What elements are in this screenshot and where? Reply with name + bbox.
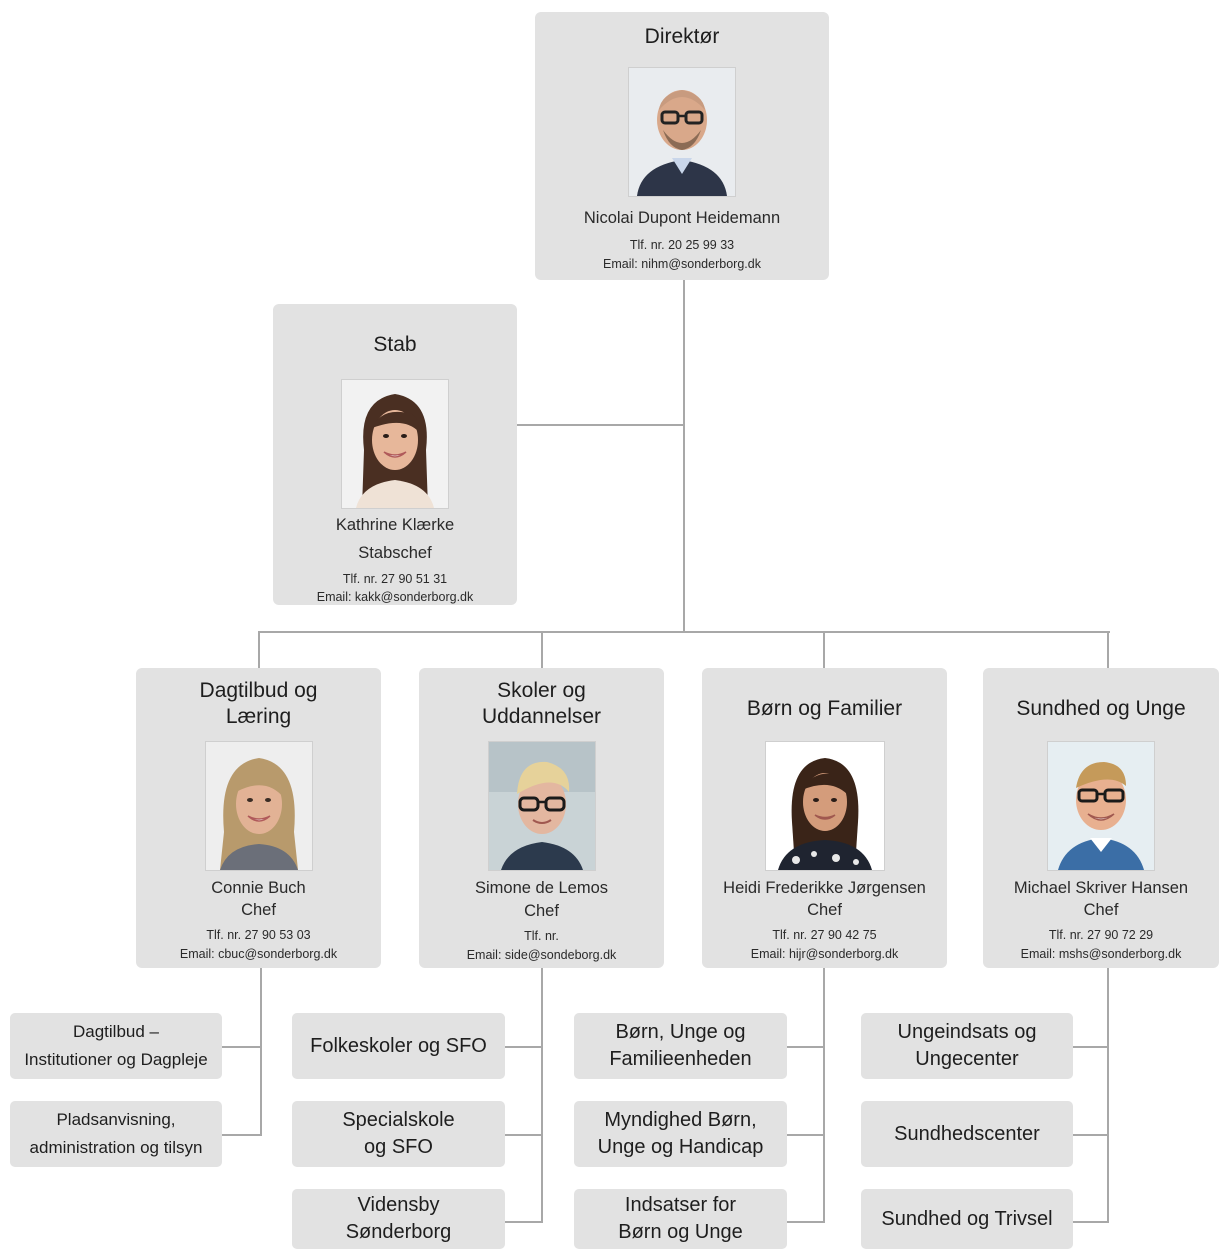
unit-box: Sundhedscenter bbox=[861, 1101, 1073, 1167]
director-box: Direktør Nicolai Dupont Heidemann Tlf. n… bbox=[535, 12, 829, 280]
department-email: Email: cbuc@sonderborg.dk bbox=[179, 947, 338, 961]
person-portrait-icon bbox=[342, 380, 448, 508]
stab-name: Kathrine Klærke bbox=[335, 516, 455, 534]
connector-departments-bus bbox=[258, 631, 1110, 633]
director-phone: Tlf. nr. 20 25 99 33 bbox=[629, 238, 735, 252]
unit-label: Dagtilbud – Institutioner og Dagpleje bbox=[24, 1022, 208, 1069]
connector-director-down bbox=[683, 280, 685, 632]
unit-box: Vidensby Sønderborg bbox=[292, 1189, 505, 1249]
connector-dept2-unit3 bbox=[505, 1221, 543, 1223]
department-email: Email: hijr@sonderborg.dk bbox=[750, 947, 899, 961]
department-title: Børn og Familier bbox=[746, 697, 903, 720]
department-phone: Tlf. nr. 27 90 72 29 bbox=[1048, 928, 1154, 942]
unit-box: Ungeindsats og Ungecenter bbox=[861, 1013, 1073, 1079]
stab-email: Email: kakk@sonderborg.dk bbox=[316, 590, 474, 604]
connector-dept-2 bbox=[541, 631, 543, 668]
person-portrait-icon bbox=[765, 742, 884, 870]
person-portrait-icon bbox=[488, 742, 595, 870]
connector-dept3-spine bbox=[823, 968, 825, 1223]
unit-label: Vidensby Sønderborg bbox=[345, 1194, 452, 1243]
department-phone: Tlf. nr. 27 90 42 75 bbox=[772, 928, 877, 942]
department-head-name: Simone de Lemos bbox=[475, 879, 608, 897]
connector-dept4-unit1 bbox=[1073, 1046, 1109, 1048]
department-box-sundhed: Sundhed og Unge Michael Skriver Hansen C… bbox=[983, 668, 1219, 968]
connector-dept3-unit3 bbox=[787, 1221, 825, 1223]
connector-dept3-unit2 bbox=[787, 1134, 825, 1136]
unit-label: Myndighed Børn, Unge og Handicap bbox=[597, 1109, 764, 1158]
connector-dept4-spine bbox=[1107, 968, 1109, 1223]
connector-dept2-unit2 bbox=[505, 1134, 543, 1136]
department-title: Sundhed og Unge bbox=[1016, 697, 1186, 720]
department-head-role: Chef bbox=[807, 901, 842, 919]
department-title: Skoler og Uddannelser bbox=[481, 679, 602, 728]
connector-dept2-spine bbox=[541, 968, 543, 1223]
department-title: Dagtilbud og Læring bbox=[199, 679, 318, 728]
department-box-boern: Børn og Familier Heidi Frederikke Jørgen… bbox=[702, 668, 947, 968]
unit-box: Dagtilbud – Institutioner og Dagpleje bbox=[10, 1013, 222, 1079]
department-box-dagtilbud: Dagtilbud og Læring Connie Buch Chef Tlf… bbox=[136, 668, 381, 968]
connector-dept-1 bbox=[258, 631, 260, 668]
department-head-name: Michael Skriver Hansen bbox=[1013, 879, 1189, 897]
department-head-photo bbox=[487, 741, 596, 871]
department-email: Email: side@sondeborg.dk bbox=[466, 948, 617, 962]
department-head-photo bbox=[204, 741, 313, 871]
department-phone: Tlf. nr. 27 90 53 03 bbox=[206, 928, 311, 942]
stab-role: Stabschef bbox=[358, 544, 432, 562]
person-portrait-icon bbox=[205, 742, 312, 870]
stab-phone: Tlf. nr. 27 90 51 31 bbox=[342, 572, 448, 586]
connector-dept1-unit2 bbox=[222, 1134, 262, 1136]
department-head-name: Heidi Frederikke Jørgensen bbox=[723, 879, 926, 897]
unit-label: Børn, Unge og Familieenheden bbox=[609, 1021, 752, 1070]
person-portrait-icon bbox=[1048, 742, 1154, 870]
department-head-role: Chef bbox=[241, 901, 276, 919]
department-phone: Tlf. nr. bbox=[524, 929, 559, 943]
connector-dept1-spine bbox=[260, 968, 262, 1136]
unit-box: Børn, Unge og Familieenheden bbox=[574, 1013, 787, 1079]
unit-label: Sundhed og Trivsel bbox=[881, 1207, 1053, 1230]
connector-dept4-unit2 bbox=[1073, 1134, 1109, 1136]
unit-box: Specialskole og SFO bbox=[292, 1101, 505, 1167]
stab-box: Stab Kathrine Klærke Stabschef Tlf. nr. … bbox=[273, 304, 517, 605]
unit-label: Indsatser for Børn og Unge bbox=[618, 1194, 743, 1243]
unit-box: Indsatser for Børn og Unge bbox=[574, 1189, 787, 1249]
department-box-skoler: Skoler og Uddannelser Simone de Lemos Ch… bbox=[419, 668, 664, 968]
director-name: Nicolai Dupont Heidemann bbox=[583, 209, 781, 227]
connector-dept2-unit1 bbox=[505, 1046, 543, 1048]
department-email: Email: mshs@sonderborg.dk bbox=[1020, 947, 1182, 961]
director-email: Email: nihm@sonderborg.dk bbox=[603, 257, 761, 271]
department-head-photo bbox=[764, 741, 885, 871]
person-portrait-icon bbox=[629, 68, 735, 196]
department-head-role: Chef bbox=[1083, 901, 1119, 919]
unit-label: Sundhedscenter bbox=[894, 1122, 1040, 1145]
unit-box: Folkeskoler og SFO bbox=[292, 1013, 505, 1079]
department-head-role: Chef bbox=[524, 902, 559, 920]
connector-stab bbox=[517, 424, 684, 426]
connector-dept4-unit3 bbox=[1073, 1221, 1109, 1223]
unit-box: Myndighed Børn, Unge og Handicap bbox=[574, 1101, 787, 1167]
unit-label: Specialskole og SFO bbox=[342, 1109, 455, 1158]
connector-dept3-unit1 bbox=[787, 1046, 825, 1048]
unit-label: Folkeskoler og SFO bbox=[310, 1034, 487, 1057]
unit-label: Ungeindsats og Ungecenter bbox=[897, 1021, 1037, 1070]
department-head-photo bbox=[1047, 741, 1155, 871]
unit-box: Sundhed og Trivsel bbox=[861, 1189, 1073, 1249]
stab-title: Stab bbox=[373, 333, 417, 356]
director-title: Direktør bbox=[644, 25, 720, 48]
unit-label: Pladsanvisning, administration og tilsyn bbox=[29, 1110, 203, 1157]
connector-dept-4 bbox=[1107, 631, 1109, 668]
stab-photo bbox=[341, 379, 449, 509]
unit-box: Pladsanvisning, administration og tilsyn bbox=[10, 1101, 222, 1167]
connector-dept-3 bbox=[823, 631, 825, 668]
department-head-name: Connie Buch bbox=[211, 879, 306, 897]
connector-dept1-unit1 bbox=[222, 1046, 262, 1048]
director-photo bbox=[628, 67, 736, 197]
